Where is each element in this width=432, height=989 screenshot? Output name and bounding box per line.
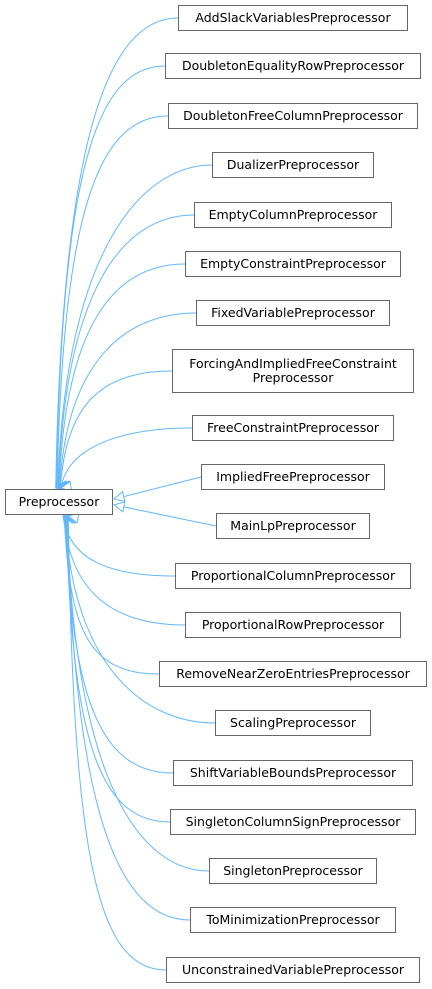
inheritance-edge [57,214,195,489]
inheritance-edge [57,164,213,489]
class-node-unconstrained-variable[interactable]: UnconstrainedVariablePreprocessor [166,957,420,983]
class-label: ToMinimizationPreprocessor [206,912,380,927]
inheritance-edge [62,515,176,577]
inheritance-edge [56,115,169,489]
inheritance-edge [113,504,217,527]
class-label: SingletonPreprocessor [223,863,363,878]
class-label: FreeConstraintPreprocessor [206,420,380,435]
class-label-line-2: Preprocessor [252,370,334,385]
class-node-free-constraint[interactable]: FreeConstraintPreprocessor [192,415,394,441]
inheritance-edge [67,515,191,921]
base-class-node: Preprocessor [5,489,113,515]
class-label: EmptyColumnPreprocessor [208,207,378,222]
inheritance-edge [67,515,167,971]
class-node-fixed-variable[interactable]: FixedVariablePreprocessor [196,300,390,326]
class-label: FixedVariablePreprocessor [211,305,375,320]
class-node-to-minimization[interactable]: ToMinimizationPreprocessor [190,907,396,933]
inheritance-edge [59,370,173,489]
class-node-dualizer[interactable]: DualizerPreprocessor [212,152,374,178]
class-label: ScalingPreprocessor [230,715,356,730]
class-node-proportional-row[interactable]: ProportionalRowPreprocessor [185,612,401,638]
inheritance-arrowhead [112,490,126,503]
inheritance-edge [64,515,216,724]
inheritance-edge [59,312,197,489]
inheritance-edge [55,17,179,489]
class-node-singleton-column-sign[interactable]: SingletonColumnSignPreprocessor [170,809,416,835]
class-node-main-lp[interactable]: MainLpPreprocessor [216,513,370,539]
class-label: MainLpPreprocessor [230,518,356,533]
class-node-doubleton-equality-row[interactable]: DoubletonEqualityRowPreprocessor [165,53,421,79]
class-node-doubleton-free-column[interactable]: DoubletonFreeColumnPreprocessor [168,103,418,129]
class-label: ShiftVariableBoundsPreprocessor [189,765,397,780]
inheritance-edge [66,515,210,872]
class-node-implied-free[interactable]: ImpliedFreePreprocessor [201,464,385,490]
class-label: ProportionalColumnPreprocessor [190,568,396,583]
class-node-add-slack-variables[interactable]: AddSlackVariablesPreprocessor [178,5,408,31]
inheritance-edge [58,263,186,489]
class-node-shift-variable-bounds[interactable]: ShiftVariableBoundsPreprocessor [173,760,413,786]
inheritance-edge [55,65,166,489]
class-label: AddSlackVariablesPreprocessor [195,10,391,25]
class-label: DoubletonEqualityRowPreprocessor [181,58,405,73]
inheritance-edge [63,515,186,626]
inheritance-edge [65,515,171,823]
inheritance-edge [113,476,202,500]
class-node-empty-column[interactable]: EmptyColumnPreprocessor [194,202,392,228]
class-label: UnconstrainedVariablePreprocessor [181,962,405,977]
class-node-singleton[interactable]: SingletonPreprocessor [209,858,377,884]
class-label-line-1: ForcingAndImpliedFreeConstraint [189,356,397,371]
class-node-remove-near-zero-entries[interactable]: RemoveNearZeroEntriesPreprocessor [159,661,427,687]
class-label: SingletonColumnSignPreprocessor [185,814,401,829]
class-label: RemoveNearZeroEntriesPreprocessor [176,666,410,681]
class-node-proportional-column[interactable]: ProportionalColumnPreprocessor [175,563,411,589]
inheritance-edge [60,427,193,489]
class-label: DoubletonFreeColumnPreprocessor [183,108,403,123]
class-label: EmptyConstraintPreprocessor [200,256,386,271]
base-class-label: Preprocessor [18,494,100,509]
inheritance-edge [63,515,160,675]
class-label: ImpliedFreePreprocessor [216,469,370,484]
class-node-scaling[interactable]: ScalingPreprocessor [215,710,371,736]
class-label: DualizerPreprocessor [226,157,360,172]
class-node-forcing-and-implied-free-constraint[interactable]: ForcingAndImpliedFreeConstraint Preproce… [172,349,414,393]
inheritance-arrowhead [112,501,126,513]
inheritance-edge [65,515,174,774]
class-node-empty-constraint[interactable]: EmptyConstraintPreprocessor [185,251,401,277]
class-label: ProportionalRowPreprocessor [201,617,385,632]
